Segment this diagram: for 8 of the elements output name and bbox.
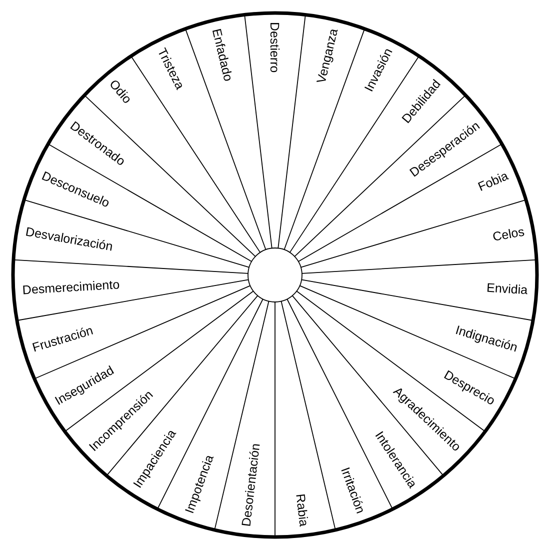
segment-label: Desmerecimiento [22, 278, 120, 298]
segment-label: Envidia [486, 280, 528, 298]
segment-label: Rabia [293, 493, 311, 528]
segment-label: Destierro [268, 22, 282, 73]
segment-label: Enfadado [209, 27, 236, 83]
segment-label: Fobia [476, 168, 510, 194]
segment-label: Celos [492, 224, 526, 244]
segment-label: Desorientación [239, 442, 263, 528]
